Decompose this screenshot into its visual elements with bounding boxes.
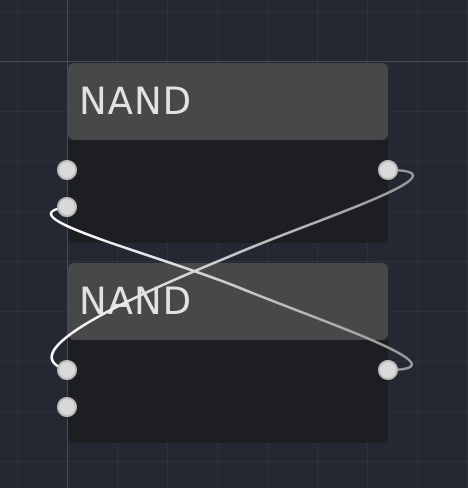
nand-node-1[interactable]: NAND xyxy=(68,63,388,243)
node-title: NAND xyxy=(79,280,193,323)
output-port[interactable] xyxy=(378,160,398,180)
input-port-a[interactable] xyxy=(57,360,77,380)
node-title: NAND xyxy=(79,80,193,123)
wire-out1-to-in2a[interactable] xyxy=(50,168,415,372)
node-header[interactable]: NAND xyxy=(68,63,388,140)
input-port-a[interactable] xyxy=(57,160,77,180)
node-header[interactable]: NAND xyxy=(68,263,388,340)
input-port-b[interactable] xyxy=(57,397,77,417)
input-port-b[interactable] xyxy=(57,197,77,217)
canvas-axis-vertical xyxy=(67,0,68,488)
nand-node-2[interactable]: NAND xyxy=(68,263,388,443)
wire-out2-to-in1b[interactable] xyxy=(49,205,414,372)
output-port[interactable] xyxy=(378,360,398,380)
canvas-axis-horizontal xyxy=(0,61,468,62)
